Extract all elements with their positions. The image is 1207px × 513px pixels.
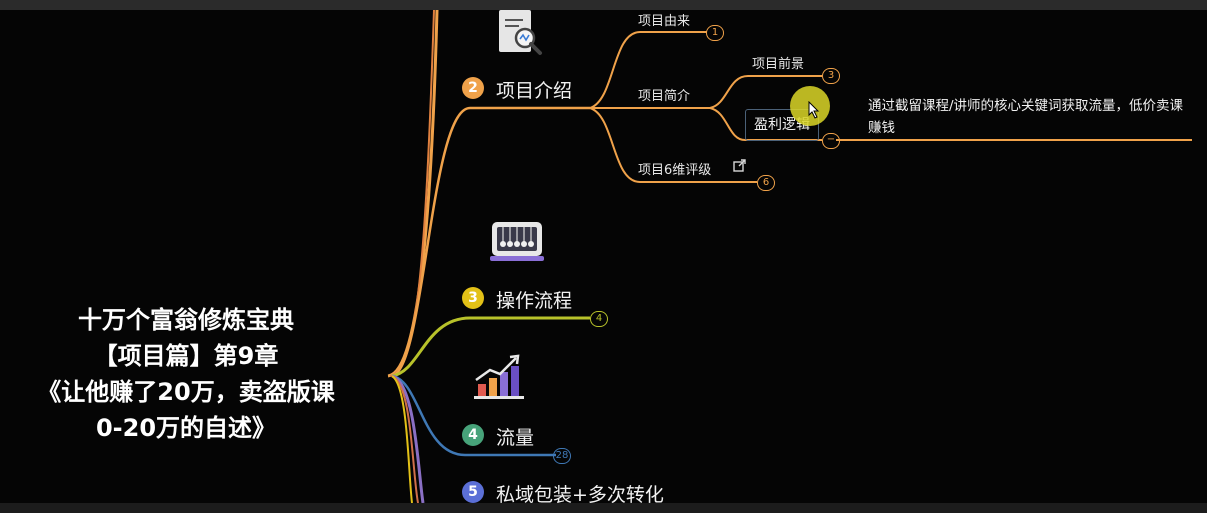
newtons-cradle-icon bbox=[490, 222, 544, 261]
title-line-1: 十万个富翁修炼宝典 bbox=[78, 306, 294, 334]
mindmap-root-title[interactable]: 十万个富翁修炼宝典 【项目篇】第9章 《让他赚了20万，卖盗版课 0-20万的自… bbox=[0, 302, 372, 446]
subtopic-project-origin[interactable]: 项目由来 bbox=[638, 14, 691, 29]
subtopic-project-rating[interactable]: 项目6维评级 bbox=[638, 163, 712, 178]
topic-4-badge: 4 bbox=[462, 424, 484, 446]
subtopic-count-badge[interactable]: 1 bbox=[706, 25, 724, 41]
topic-count-badge[interactable]: 28 bbox=[553, 448, 571, 464]
collapse-toggle[interactable]: − bbox=[822, 133, 840, 149]
topic-project-intro[interactable]: 项目介绍 bbox=[496, 80, 573, 102]
subtopic-project-prospect[interactable]: 项目前景 bbox=[752, 57, 805, 72]
title-line-4: 0-20万的自述》 bbox=[95, 414, 277, 442]
topic-3-badge: 3 bbox=[462, 287, 484, 309]
window-bottom-bar bbox=[0, 503, 1207, 513]
profit-logic-note: 通过截留课程/讲师的核心关键词获取流量，低价卖课赚钱 bbox=[868, 98, 1184, 136]
external-link-icon[interactable] bbox=[733, 159, 746, 172]
topic-2-badge: 2 bbox=[462, 77, 484, 99]
window-top-bar bbox=[0, 0, 1207, 10]
topic-5-badge: 5 bbox=[462, 481, 484, 503]
document-search-icon bbox=[499, 10, 542, 55]
subtopic-project-brief[interactable]: 项目简介 bbox=[638, 89, 691, 104]
topic-private-domain[interactable]: 私域包装+多次转化 bbox=[496, 484, 664, 506]
topic-count-badge[interactable]: 4 bbox=[590, 311, 608, 327]
subtopic-count-badge[interactable]: 3 bbox=[822, 68, 840, 84]
mouse-pointer-icon bbox=[808, 101, 820, 119]
subtopic-count-badge[interactable]: 6 bbox=[757, 175, 775, 191]
topic-operation-process[interactable]: 操作流程 bbox=[496, 290, 573, 312]
title-line-2: 【项目篇】第9章 bbox=[93, 342, 279, 370]
topic-traffic[interactable]: 流量 bbox=[496, 427, 535, 449]
bar-chart-growth-icon bbox=[474, 354, 524, 399]
title-line-3: 《让他赚了20万，卖盗版课 bbox=[37, 378, 335, 406]
